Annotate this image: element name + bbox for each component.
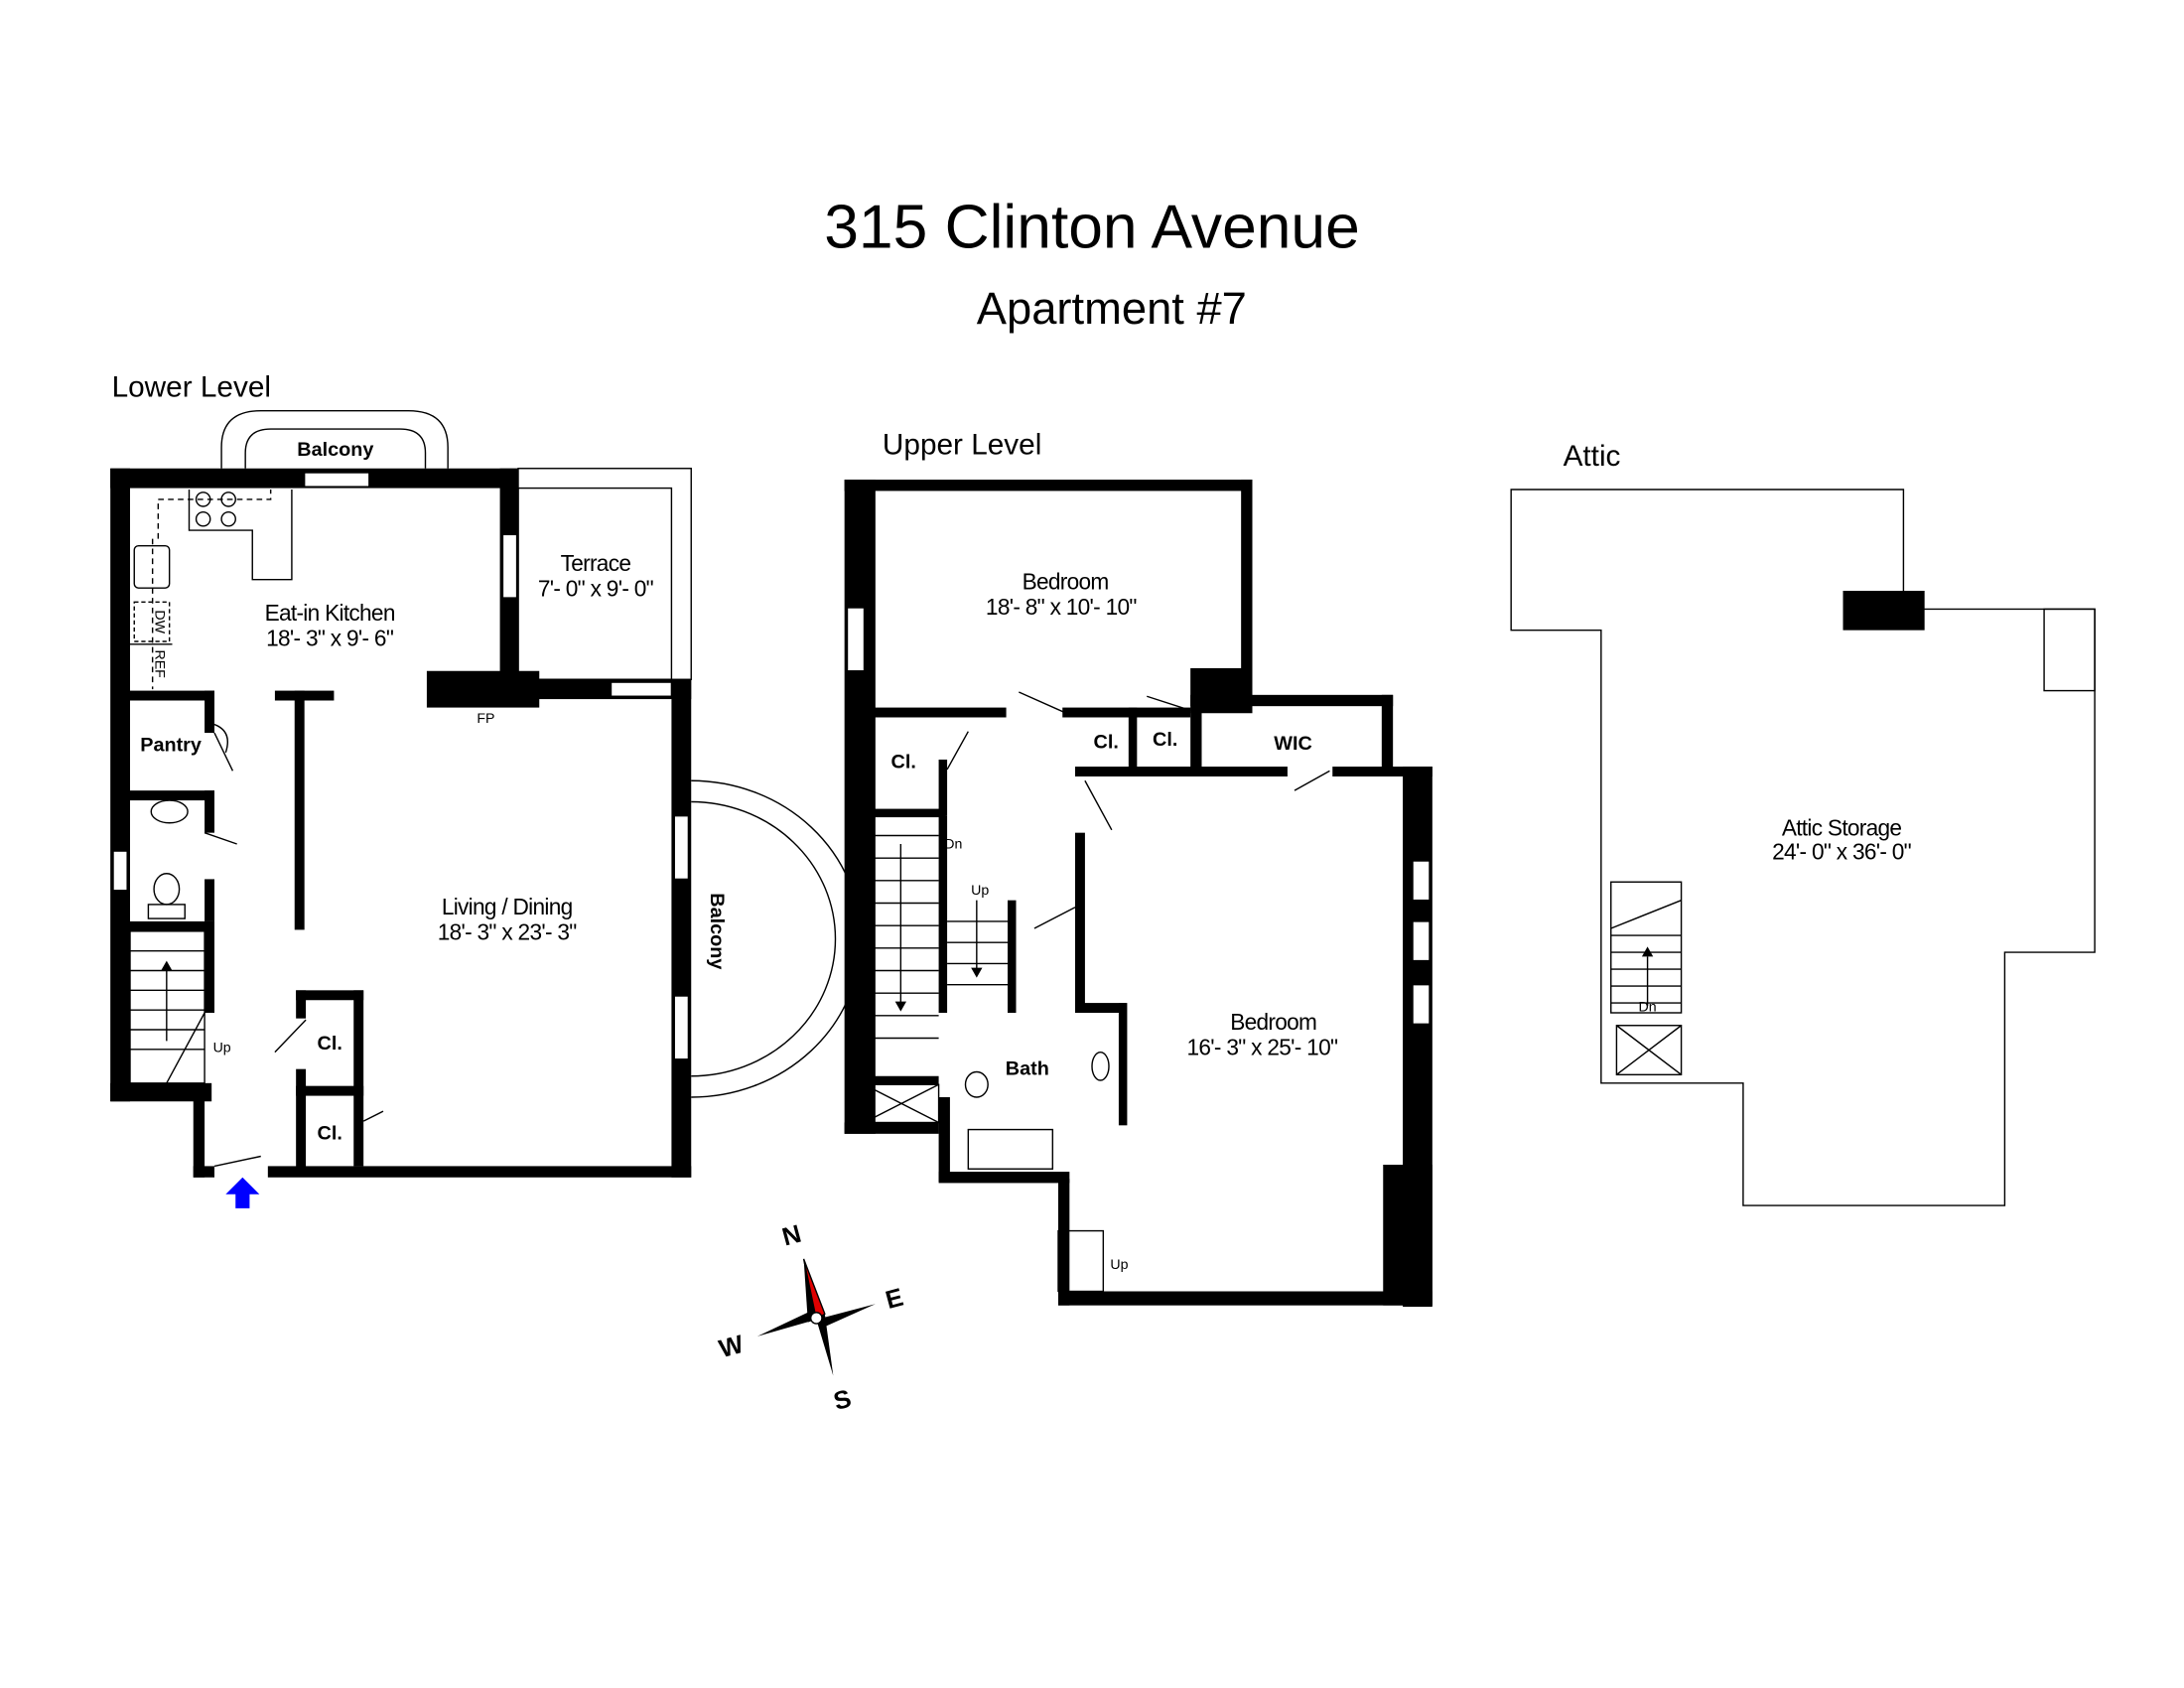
kitchen-dims: 18'- 3" x 9'- 6" — [266, 625, 394, 650]
compass-e-label: E — [883, 1284, 906, 1315]
compass-rose-icon: N E S W — [716, 1220, 905, 1416]
closet-label: Cl. — [317, 1033, 341, 1055]
attic-label: Attic — [1564, 440, 1621, 473]
plan-subtitle: Apartment #7 — [977, 283, 1247, 334]
balcony-side-label: Balcony — [706, 893, 728, 969]
bedroom1-dims: 18'- 8" x 10'- 10" — [986, 594, 1137, 620]
closet-label: Cl. — [1153, 729, 1177, 751]
balcony-top-outline — [220, 409, 449, 469]
stairs-down-label: Dn — [944, 836, 962, 852]
bath-label: Bath — [1006, 1057, 1049, 1079]
sink-icon — [1091, 1051, 1110, 1081]
attic-storage-dims: 24'- 0" x 36'- 0" — [1772, 839, 1912, 865]
window — [303, 472, 370, 488]
fireplace-label: FP — [477, 711, 494, 727]
compass-n-label: N — [779, 1220, 804, 1252]
stairs-up-label: Up — [213, 1041, 231, 1056]
fridge-label: REF — [152, 650, 168, 679]
living-name: Living / Dining — [442, 894, 573, 919]
toilet-icon — [150, 799, 189, 824]
balcony-top-label: Balcony — [297, 439, 373, 461]
wic-label: WIC — [1274, 733, 1312, 755]
attic-plan: Attic Dn Attic Storage 24'- 0" x 36'- 0" — [1510, 440, 2096, 1206]
plan-title: 315 Clinton Avenue — [824, 193, 1359, 261]
entry-arrow-icon — [225, 1177, 260, 1208]
closet-label: Cl. — [1093, 732, 1118, 754]
closet-label: Cl. — [890, 752, 915, 774]
toilet-icon — [964, 1070, 989, 1098]
terrace-name: Terrace — [561, 550, 631, 576]
upper-level-plan: Upper Level Dn Up — [844, 429, 1433, 1308]
stairs-up-label: Up — [971, 883, 989, 899]
compass-w-label: W — [716, 1331, 747, 1364]
bedroom2-name: Bedroom — [1230, 1009, 1316, 1035]
upper-level-label: Upper Level — [883, 429, 1041, 462]
sink-icon — [133, 544, 171, 589]
attic-storage-name: Attic Storage — [1782, 815, 1902, 841]
lower-stairs: Up — [129, 930, 231, 1084]
terrace-dims: 7'- 0" x 9'- 0" — [538, 576, 654, 602]
stairs-down-label: Dn — [1639, 1000, 1657, 1016]
pantry-label: Pantry — [140, 735, 202, 757]
lower-level-plan: Lower Level Balcony Balcony — [110, 371, 862, 1208]
stairs-up-label: Up — [1110, 1257, 1128, 1273]
living-dims: 18'- 3" x 23'- 3" — [438, 918, 578, 944]
compass-s-label: S — [831, 1385, 855, 1416]
kitchen-name: Eat-in Kitchen — [265, 600, 395, 626]
dishwasher-label: DW — [152, 610, 168, 633]
lower-level-label: Lower Level — [112, 371, 271, 404]
stove-icon — [195, 492, 236, 527]
bedroom2-dims: 16'- 3" x 25'- 10" — [1187, 1035, 1338, 1060]
closet-label: Cl. — [317, 1123, 341, 1145]
bathtub-icon — [967, 1128, 1054, 1170]
bedroom1-name: Bedroom — [1023, 569, 1109, 595]
